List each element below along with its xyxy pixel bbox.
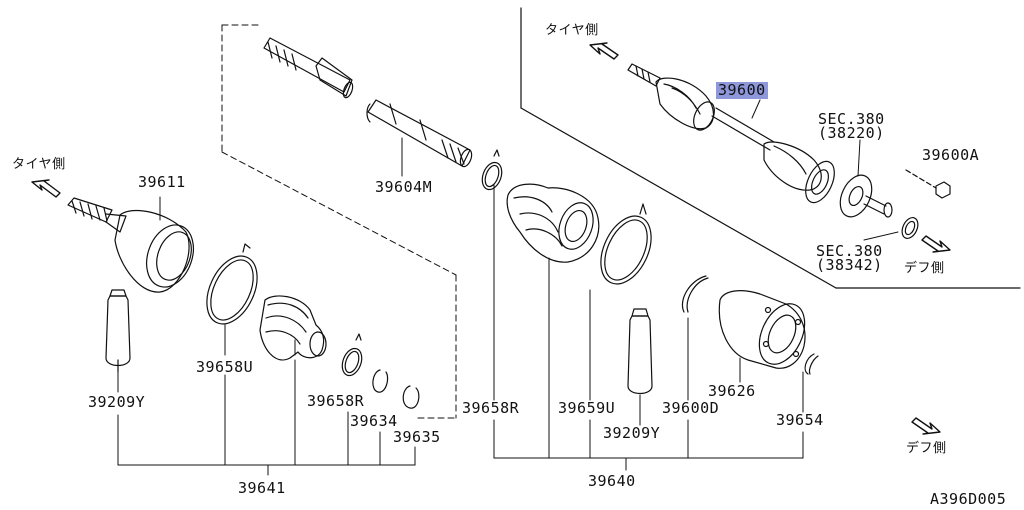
snap-ring-39634 [372, 369, 389, 393]
grease-tube-39609Y-right [627, 308, 653, 395]
part-39658R-right[interactable]: 39658R [462, 399, 520, 417]
boot-band-39658U [206, 243, 258, 325]
bolt-39600A [905, 169, 951, 199]
label-tire-side-right: タイヤ側 [545, 23, 599, 38]
part-39626[interactable]: 39626 [708, 382, 756, 400]
part-39641[interactable]: 39641 [238, 479, 286, 497]
boot-band-39659U [600, 203, 652, 285]
shaft-upper [263, 37, 354, 99]
small-band-39658R-right [481, 149, 503, 191]
snap-ring-39635 [402, 385, 420, 409]
part-39604M[interactable]: 39604M [375, 178, 433, 196]
part-39658U[interactable]: 39658U [196, 358, 254, 376]
bracket-39640 [401, 137, 804, 471]
oil-seal-38342 [901, 217, 919, 239]
housing-39626 [718, 290, 806, 369]
label-diff-side-top: デフ側 [904, 261, 945, 276]
outer-joint-39611 [67, 197, 194, 293]
flange-38220 [839, 174, 893, 218]
inset-frame [520, 7, 1021, 289]
sec-ref-2-number[interactable]: (38342) [816, 256, 883, 274]
bracket-39641 [117, 196, 416, 476]
driveshaft-assembly-39600 [627, 63, 835, 204]
part-39209Y-left[interactable]: 39209Y [88, 393, 146, 411]
shaft-39604M [366, 99, 473, 168]
boot-39640-inner [506, 183, 600, 263]
part-39209Y-right[interactable]: 39209Y [603, 424, 661, 442]
part-39611[interactable]: 39611 [138, 173, 186, 191]
part-39659U[interactable]: 39659U [558, 399, 616, 417]
arrow-tire-side-left [31, 179, 61, 198]
figure-code: A396D005 [930, 490, 1007, 508]
part-39658R-left[interactable]: 39658R [307, 392, 365, 410]
snap-ring-39600D [681, 275, 709, 313]
part-39600A[interactable]: 39600A [922, 146, 980, 164]
part-39635[interactable]: 39635 [393, 428, 441, 446]
leader-lines-right [751, 99, 899, 241]
grease-tube-39609Y-left [105, 289, 131, 373]
part-39600-highlighted[interactable]: 39600 [716, 81, 768, 99]
arrow-diff-side-top [921, 235, 951, 253]
snap-ring-39654 [804, 353, 819, 375]
label-diff-side-bottom: デフ側 [906, 441, 947, 456]
small-band-39658R-left [341, 333, 363, 377]
part-39640[interactable]: 39640 [588, 472, 636, 490]
label-tire-side-left: タイヤ側 [12, 157, 66, 172]
sec-ref-1-number[interactable]: (38220) [818, 124, 885, 142]
sec-ref-2-title: SEC.380 [816, 242, 883, 260]
arrow-tire-side-right [589, 42, 619, 60]
sec-ref-1-title: SEC.380 [818, 110, 885, 128]
part-39634[interactable]: 39634 [350, 412, 398, 430]
part-39654[interactable]: 39654 [776, 411, 824, 429]
arrow-diff-side-bottom [911, 417, 941, 435]
dashed-group-bracket [221, 24, 457, 419]
part-39600D[interactable]: 39600D [662, 399, 720, 417]
boot-39641-outer [259, 295, 327, 361]
